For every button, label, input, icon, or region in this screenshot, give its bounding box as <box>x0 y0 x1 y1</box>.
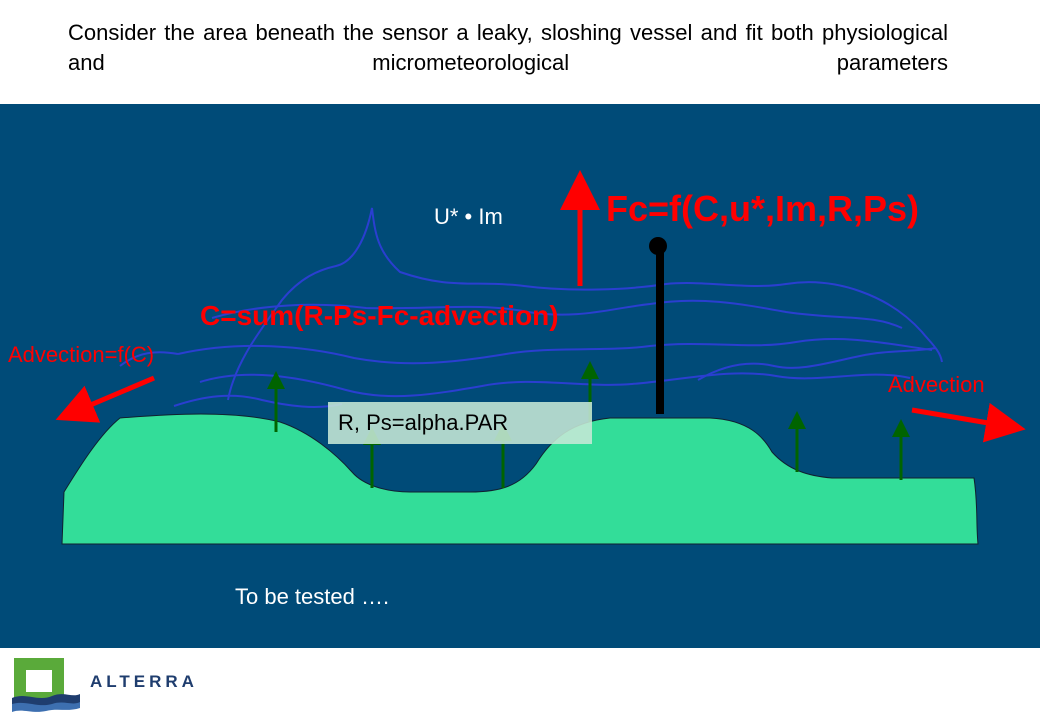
header-text: Consider the area beneath the sensor a l… <box>68 20 948 75</box>
alterra-logo-icon <box>12 658 80 712</box>
streamline-5 <box>173 394 343 408</box>
streamline-7 <box>697 347 937 381</box>
streamline-6 <box>119 351 179 367</box>
streamline-4 <box>199 372 911 398</box>
streamline-3 <box>177 338 933 365</box>
streamline-1 <box>227 207 943 401</box>
footer: ALTERRA <box>0 648 1040 720</box>
background-panel <box>0 104 1040 648</box>
advection-right-arrow-icon <box>911 402 1026 443</box>
advection-left-label: Advection=f(C) <box>8 342 155 367</box>
logo-text: ALTERRA <box>90 672 198 691</box>
storage-label: C=sum(R-Ps-Fc-advection) <box>200 300 559 331</box>
sources-label: R, Ps=alpha.PAR <box>328 402 592 444</box>
streamline-2 <box>211 299 903 329</box>
diagram-canvas <box>0 104 1040 648</box>
diagram-panel: U* • Im Fc=f(C,u*,Im,R,Ps) C=sum(R-Ps-Fc… <box>0 104 1040 648</box>
sensor-tower <box>649 237 667 414</box>
ustar-label: U* • Im <box>434 204 503 229</box>
advection-left-arrow-icon <box>55 375 155 423</box>
advection-right-label: Advection <box>888 372 985 397</box>
note-label: To be tested …. <box>235 584 390 609</box>
canopy-surface <box>61 413 979 545</box>
flux-label: Fc=f(C,u*,Im,R,Ps) <box>606 188 920 229</box>
turbulence-streamlines <box>119 207 943 408</box>
